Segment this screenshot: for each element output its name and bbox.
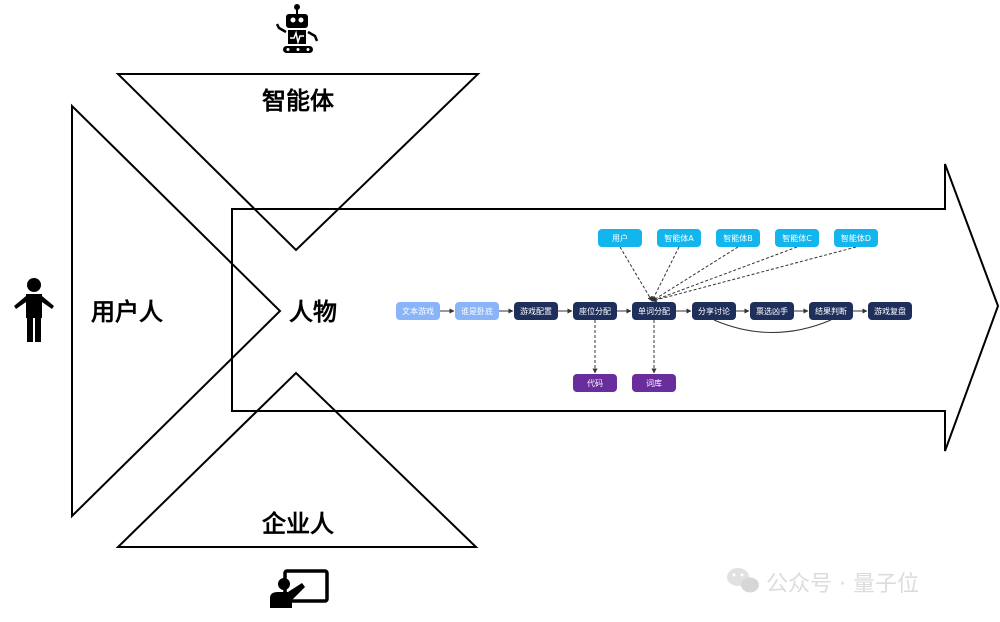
flow-node-seat_assign-label: 座位分配 bbox=[579, 306, 611, 316]
nodes-layer: 文本游戏 谁是卧底 游戏配置 座位分配 单词分配 分享讨论 票选凶手 结果判断 游戏复盘 用户 智能… bbox=[396, 229, 912, 392]
flow-node-word_assign-box bbox=[632, 302, 676, 320]
flow-node-judge_result: 结果判断 bbox=[809, 302, 853, 320]
participant-node-3-box bbox=[775, 229, 819, 247]
participant-node-2-box bbox=[716, 229, 760, 247]
flow-node-pick_killer-box bbox=[750, 302, 794, 320]
participant-node-3-label: 智能体C bbox=[782, 233, 812, 243]
flow-node-game_config: 游戏配置 bbox=[514, 302, 558, 320]
flow-node-judge_result-label: 结果判断 bbox=[815, 306, 847, 316]
agent-triangle bbox=[115, 73, 481, 252]
participant-node-2-label: 智能体B bbox=[723, 233, 753, 243]
flow-node-pick_killer: 票选凶手 bbox=[750, 302, 794, 320]
flow-node-game_config-label: 游戏配置 bbox=[520, 306, 552, 316]
flow-node-share_discuss: 分享讨论 bbox=[692, 302, 736, 320]
flow-node-seat_assign: 座位分配 bbox=[573, 302, 617, 320]
person-icon bbox=[14, 278, 54, 342]
enterprise-triangle bbox=[115, 371, 479, 548]
flow-node-game_review-box bbox=[868, 302, 912, 320]
participant-arrow-1 bbox=[651, 246, 680, 302]
loop-curve bbox=[713, 319, 832, 333]
flow-node-game_config-box bbox=[514, 302, 558, 320]
robot-icon bbox=[275, 4, 319, 53]
participant-node-3: 智能体C bbox=[775, 229, 819, 247]
enterprise-label: 企业人 bbox=[262, 510, 334, 538]
participant-node-1-box bbox=[657, 229, 701, 247]
flow-node-judge_result-box bbox=[809, 302, 853, 320]
flow-node-text_game-box bbox=[396, 302, 440, 320]
participant-node-1-label: 智能体A bbox=[664, 233, 694, 243]
watermark-text: 公众号 · 量子位 bbox=[766, 572, 919, 597]
resource-node-0-label: 代码 bbox=[587, 378, 603, 388]
participant-node-4-box bbox=[834, 229, 878, 247]
edges-layer bbox=[440, 246, 868, 374]
participant-node-0-box bbox=[598, 229, 642, 247]
resource-node-1-label: 词库 bbox=[646, 378, 662, 388]
participant-node-2: 智能体B bbox=[716, 229, 760, 247]
flow-node-seat_assign-box bbox=[573, 302, 617, 320]
flow-node-share_discuss-label: 分享讨论 bbox=[698, 306, 730, 316]
agent-label: 智能体 bbox=[262, 87, 335, 115]
participant-arrow-4 bbox=[651, 246, 857, 303]
resource-node-0: 代码 bbox=[573, 374, 617, 392]
participant-arrow-0 bbox=[619, 246, 653, 302]
flow-node-game_review-label: 游戏复盘 bbox=[874, 306, 906, 316]
flow-node-who_is_spy-label: 谁是卧底 bbox=[461, 306, 493, 316]
user-label: 用户人 bbox=[91, 298, 163, 326]
participant-node-1: 智能体A bbox=[657, 229, 701, 247]
participant-node-4-label: 智能体D bbox=[841, 233, 871, 243]
participant-arrow-2 bbox=[651, 246, 739, 302]
participant-arrow-3 bbox=[651, 246, 798, 302]
user-triangle bbox=[71, 103, 282, 519]
watermark: 公众号 · 量子位 bbox=[727, 568, 919, 597]
resource-node-1: 词库 bbox=[632, 374, 676, 392]
participant-node-4: 智能体D bbox=[834, 229, 878, 247]
resource-node-0-box bbox=[573, 374, 617, 392]
flow-node-who_is_spy-box bbox=[455, 302, 499, 320]
flow-node-share_discuss-box bbox=[692, 302, 736, 320]
flow-node-text_game: 文本游戏 bbox=[396, 302, 440, 320]
participant-node-0-label: 用户 bbox=[612, 233, 628, 243]
participant-node-0: 用户 bbox=[598, 229, 642, 247]
flow-node-word_assign: 单词分配 bbox=[632, 302, 676, 320]
flow-node-who_is_spy: 谁是卧底 bbox=[455, 302, 499, 320]
character-label: 人物 bbox=[289, 298, 337, 326]
presenter-icon bbox=[270, 569, 329, 608]
resource-node-1-box bbox=[632, 374, 676, 392]
flow-node-word_assign-label: 单词分配 bbox=[638, 306, 670, 316]
flow-node-game_review: 游戏复盘 bbox=[868, 302, 912, 320]
flow-node-text_game-label: 文本游戏 bbox=[402, 306, 434, 316]
flow-node-pick_killer-label: 票选凶手 bbox=[756, 306, 788, 316]
wechat-icon bbox=[727, 568, 759, 593]
